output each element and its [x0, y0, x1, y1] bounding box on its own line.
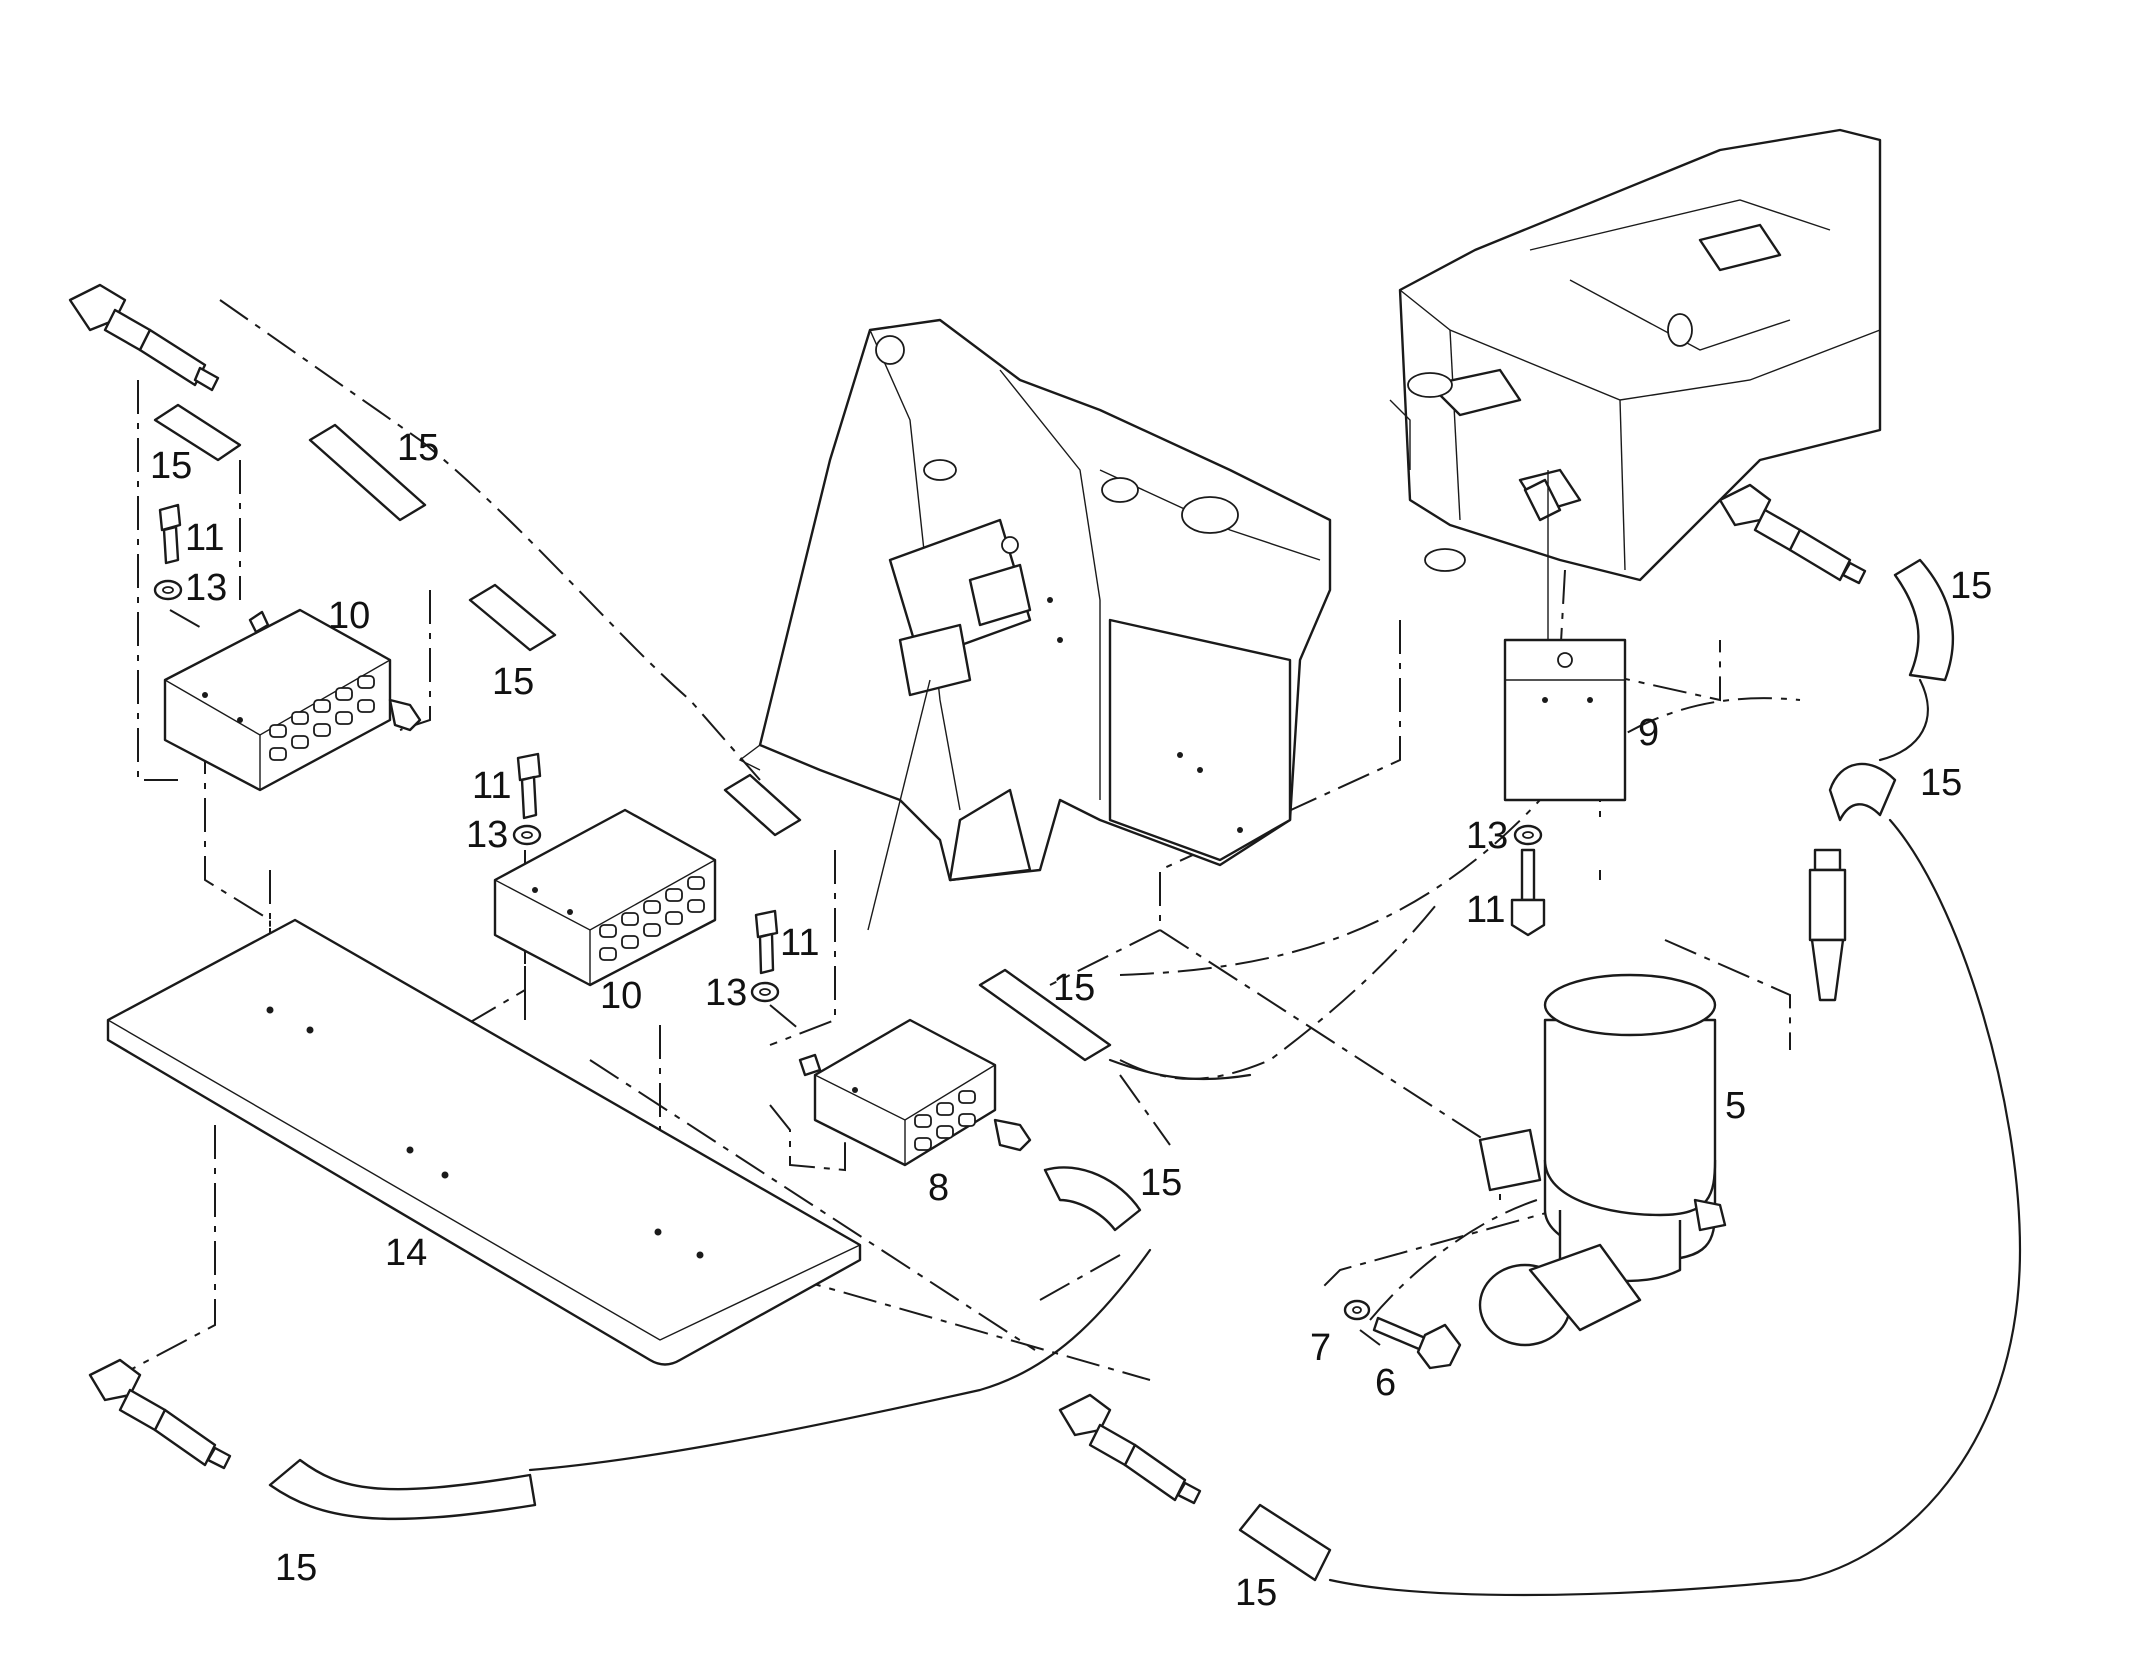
- callout-labels: 15 15 11 13 10 15 11 13 10 11 13 15 8 15…: [150, 427, 1992, 1614]
- distributor-block-10-lower: [493, 808, 717, 987]
- callout-15: 15: [150, 445, 192, 487]
- distributor-block-8: [798, 1018, 1032, 1167]
- callout-11: 11: [185, 517, 224, 559]
- callout-10: 10: [600, 975, 642, 1017]
- callout-7: 7: [1310, 1327, 1331, 1369]
- fittings: [68, 283, 1867, 1505]
- callout-13: 13: [705, 972, 747, 1014]
- callout-15: 15: [1053, 967, 1095, 1009]
- callout-15: 15: [275, 1547, 317, 1589]
- mounting-plate-14: [106, 918, 862, 1366]
- callout-9: 9: [1638, 712, 1659, 754]
- callout-10: 10: [328, 595, 370, 637]
- callout-6: 6: [1375, 1362, 1396, 1404]
- callout-15: 15: [1950, 565, 1992, 607]
- distributor-block-10-upper: [163, 608, 422, 792]
- callout-15: 15: [492, 661, 534, 703]
- callout-15: 15: [1920, 762, 1962, 804]
- callout-11: 11: [780, 922, 819, 964]
- hoses-15: [153, 403, 1955, 1582]
- lubrication-pump-5: [1478, 973, 1727, 1347]
- block-9: [1503, 478, 1627, 802]
- callout-13: 13: [1466, 815, 1508, 857]
- callout-11: 11: [472, 765, 511, 807]
- callout-13: 13: [466, 814, 508, 856]
- callout-8: 8: [928, 1167, 949, 1209]
- callout-15: 15: [1235, 1572, 1277, 1614]
- callout-5: 5: [1725, 1085, 1746, 1127]
- fasteners: [153, 503, 1546, 1370]
- callout-15: 15: [1140, 1162, 1182, 1204]
- callout-15: 15: [397, 427, 439, 469]
- lube-lines: [528, 678, 2022, 1597]
- callout-13: 13: [185, 567, 227, 609]
- leader-lines: [867, 470, 1549, 931]
- callout-14: 14: [385, 1232, 427, 1274]
- machine-frame-right: [1389, 128, 1882, 582]
- machine-frame-center: [738, 318, 1332, 882]
- callout-11: 11: [1466, 889, 1505, 931]
